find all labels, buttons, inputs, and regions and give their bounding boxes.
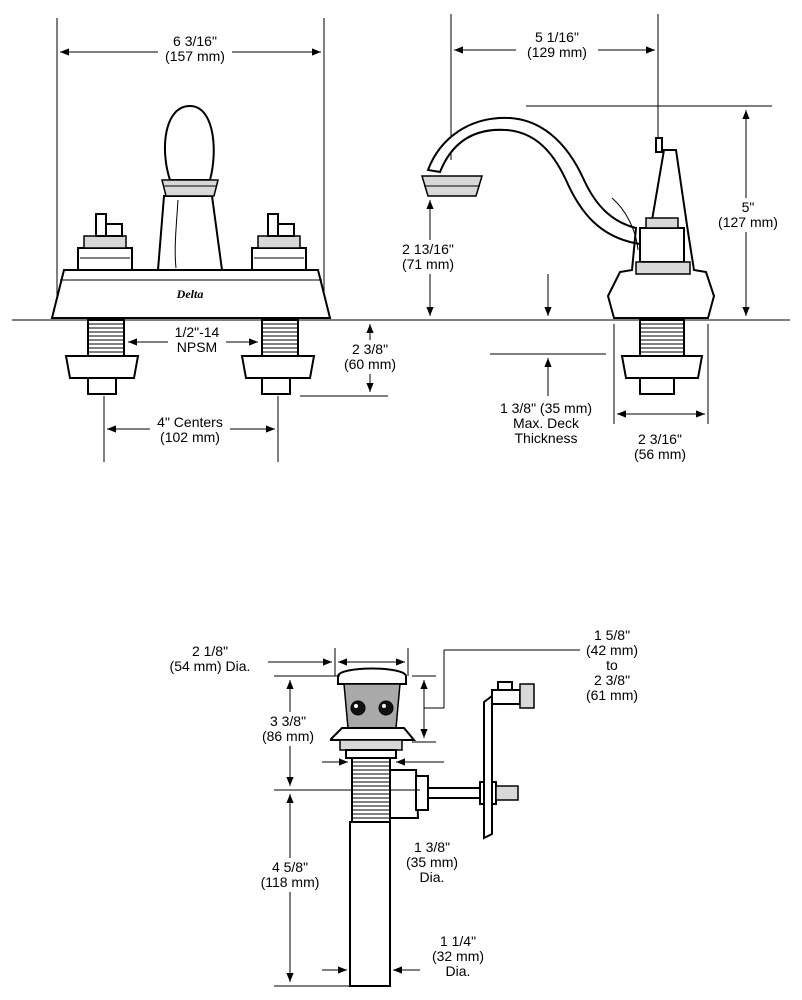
spout-clearance-label: 2 13/16" — [402, 241, 454, 257]
grip-range-label: 1 5/8" — [594, 627, 630, 643]
overall-width-label-mm: (157 mm) — [165, 48, 225, 64]
tailpiece-length-label: 4 5/8" — [272, 859, 308, 875]
drain-view — [246, 648, 580, 987]
grip-range-label-2: (42 mm) — [586, 642, 638, 658]
shank-length-label-mm: (60 mm) — [344, 356, 396, 372]
left-valve — [77, 213, 133, 271]
logo-text: Delta — [176, 287, 204, 301]
flange-height-label: 3 3/8" — [270, 713, 306, 729]
top-diameter-label-mm: (54 mm) Dia. — [170, 658, 251, 674]
pivot-diameter-label-mm: (35 mm) — [406, 854, 458, 870]
pivot-diameter-label: 1 3/8" — [414, 839, 450, 855]
side-shank — [620, 319, 704, 395]
side-view — [386, 14, 788, 424]
left-shank — [64, 319, 140, 395]
clevis-strap — [483, 681, 535, 840]
base-width-label: 2 3/16" — [638, 431, 682, 447]
side-faucet-body — [420, 116, 716, 319]
tailpiece-diameter-label-mm: (32 mm) — [432, 948, 484, 964]
deck-thickness-label-2: Max. Deck — [513, 415, 580, 431]
grip-range-label-5: (61 mm) — [586, 687, 638, 703]
thread-spec-label: 1/2"-14 — [175, 324, 220, 340]
centers-label-mm: (102 mm) — [160, 429, 220, 445]
base-width-label-mm: (56 mm) — [634, 446, 686, 462]
front-spout — [156, 104, 224, 271]
flange-height-label-mm: (86 mm) — [262, 728, 314, 744]
shank-length-label: 2 3/8" — [352, 341, 388, 357]
grip-range-label-4: 2 3/8" — [594, 672, 630, 688]
deck-thickness-label: 1 3/8" (35 mm) — [500, 400, 592, 416]
pivot-diameter-label-dia: Dia. — [420, 869, 445, 885]
right-shank — [240, 319, 316, 395]
spout-reach-label: 5 1/16" — [535, 29, 579, 45]
top-diameter-label: 2 1/8" — [192, 643, 228, 659]
grip-range-label-3: to — [606, 657, 618, 673]
tailpiece-diameter-label: 1 1/4" — [440, 933, 476, 949]
tailpiece-length-label-mm: (118 mm) — [261, 874, 320, 890]
spout-clearance-label-mm: (71 mm) — [402, 256, 454, 272]
front-base-plate — [50, 269, 332, 319]
thread-spec-label-2: NPSM — [177, 339, 217, 355]
tailpiece-diameter-label-dia: Dia. — [446, 963, 471, 979]
deck-thickness-label-3: Thickness — [514, 430, 577, 446]
spout-reach-label-mm: (129 mm) — [527, 44, 587, 60]
front-view — [50, 18, 408, 462]
overall-width-label: 6 3/16" — [173, 33, 217, 49]
centers-label: 4" Centers — [157, 414, 223, 430]
overall-height-label-mm: (127 mm) — [718, 214, 778, 230]
overall-height-label: 5" — [742, 199, 755, 215]
right-valve — [251, 213, 307, 271]
drain-stopper — [327, 667, 417, 759]
drain-tailpiece — [349, 821, 391, 987]
